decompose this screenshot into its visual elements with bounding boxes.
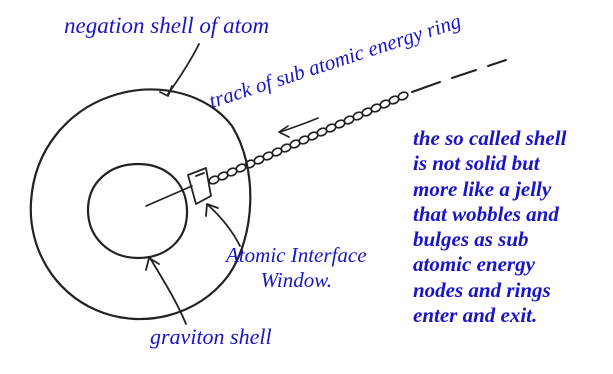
interface-window-box — [187, 167, 212, 205]
shell-note-line: is not solid but — [413, 151, 540, 176]
shell-note-line: that wobbles and — [413, 201, 559, 226]
interface-window-arrow — [207, 204, 241, 247]
negation-shell-circle — [29, 88, 252, 321]
center-axis-line — [145, 185, 193, 207]
shell-note-line: bulges as sub — [413, 227, 529, 252]
interface-window-label-line: Window. — [260, 268, 332, 292]
shell-note-line: nodes and rings — [413, 277, 551, 302]
shell-note-line: more like a jelly — [413, 176, 552, 201]
energy-ring-chain — [208, 91, 409, 185]
graviton-shell-label: graviton shell — [150, 324, 272, 349]
shell-note-line: enter and exit. — [413, 303, 538, 328]
track-dashed-line — [411, 59, 507, 93]
graviton-shell-arrow — [149, 257, 187, 325]
interface-window-label: Atomic Interface Window. — [226, 243, 367, 293]
track-arrow — [279, 117, 319, 133]
shell-note-line: atomic energy — [413, 252, 535, 277]
graviton-shell-circle — [86, 162, 189, 260]
shell-note: the so called shell is not solid but mor… — [413, 126, 566, 328]
negation-shell-label: negation shell of atom — [64, 13, 270, 38]
shell-note-line: the so called shell — [413, 126, 567, 150]
interface-window-label-line: Atomic Interface — [226, 243, 367, 267]
